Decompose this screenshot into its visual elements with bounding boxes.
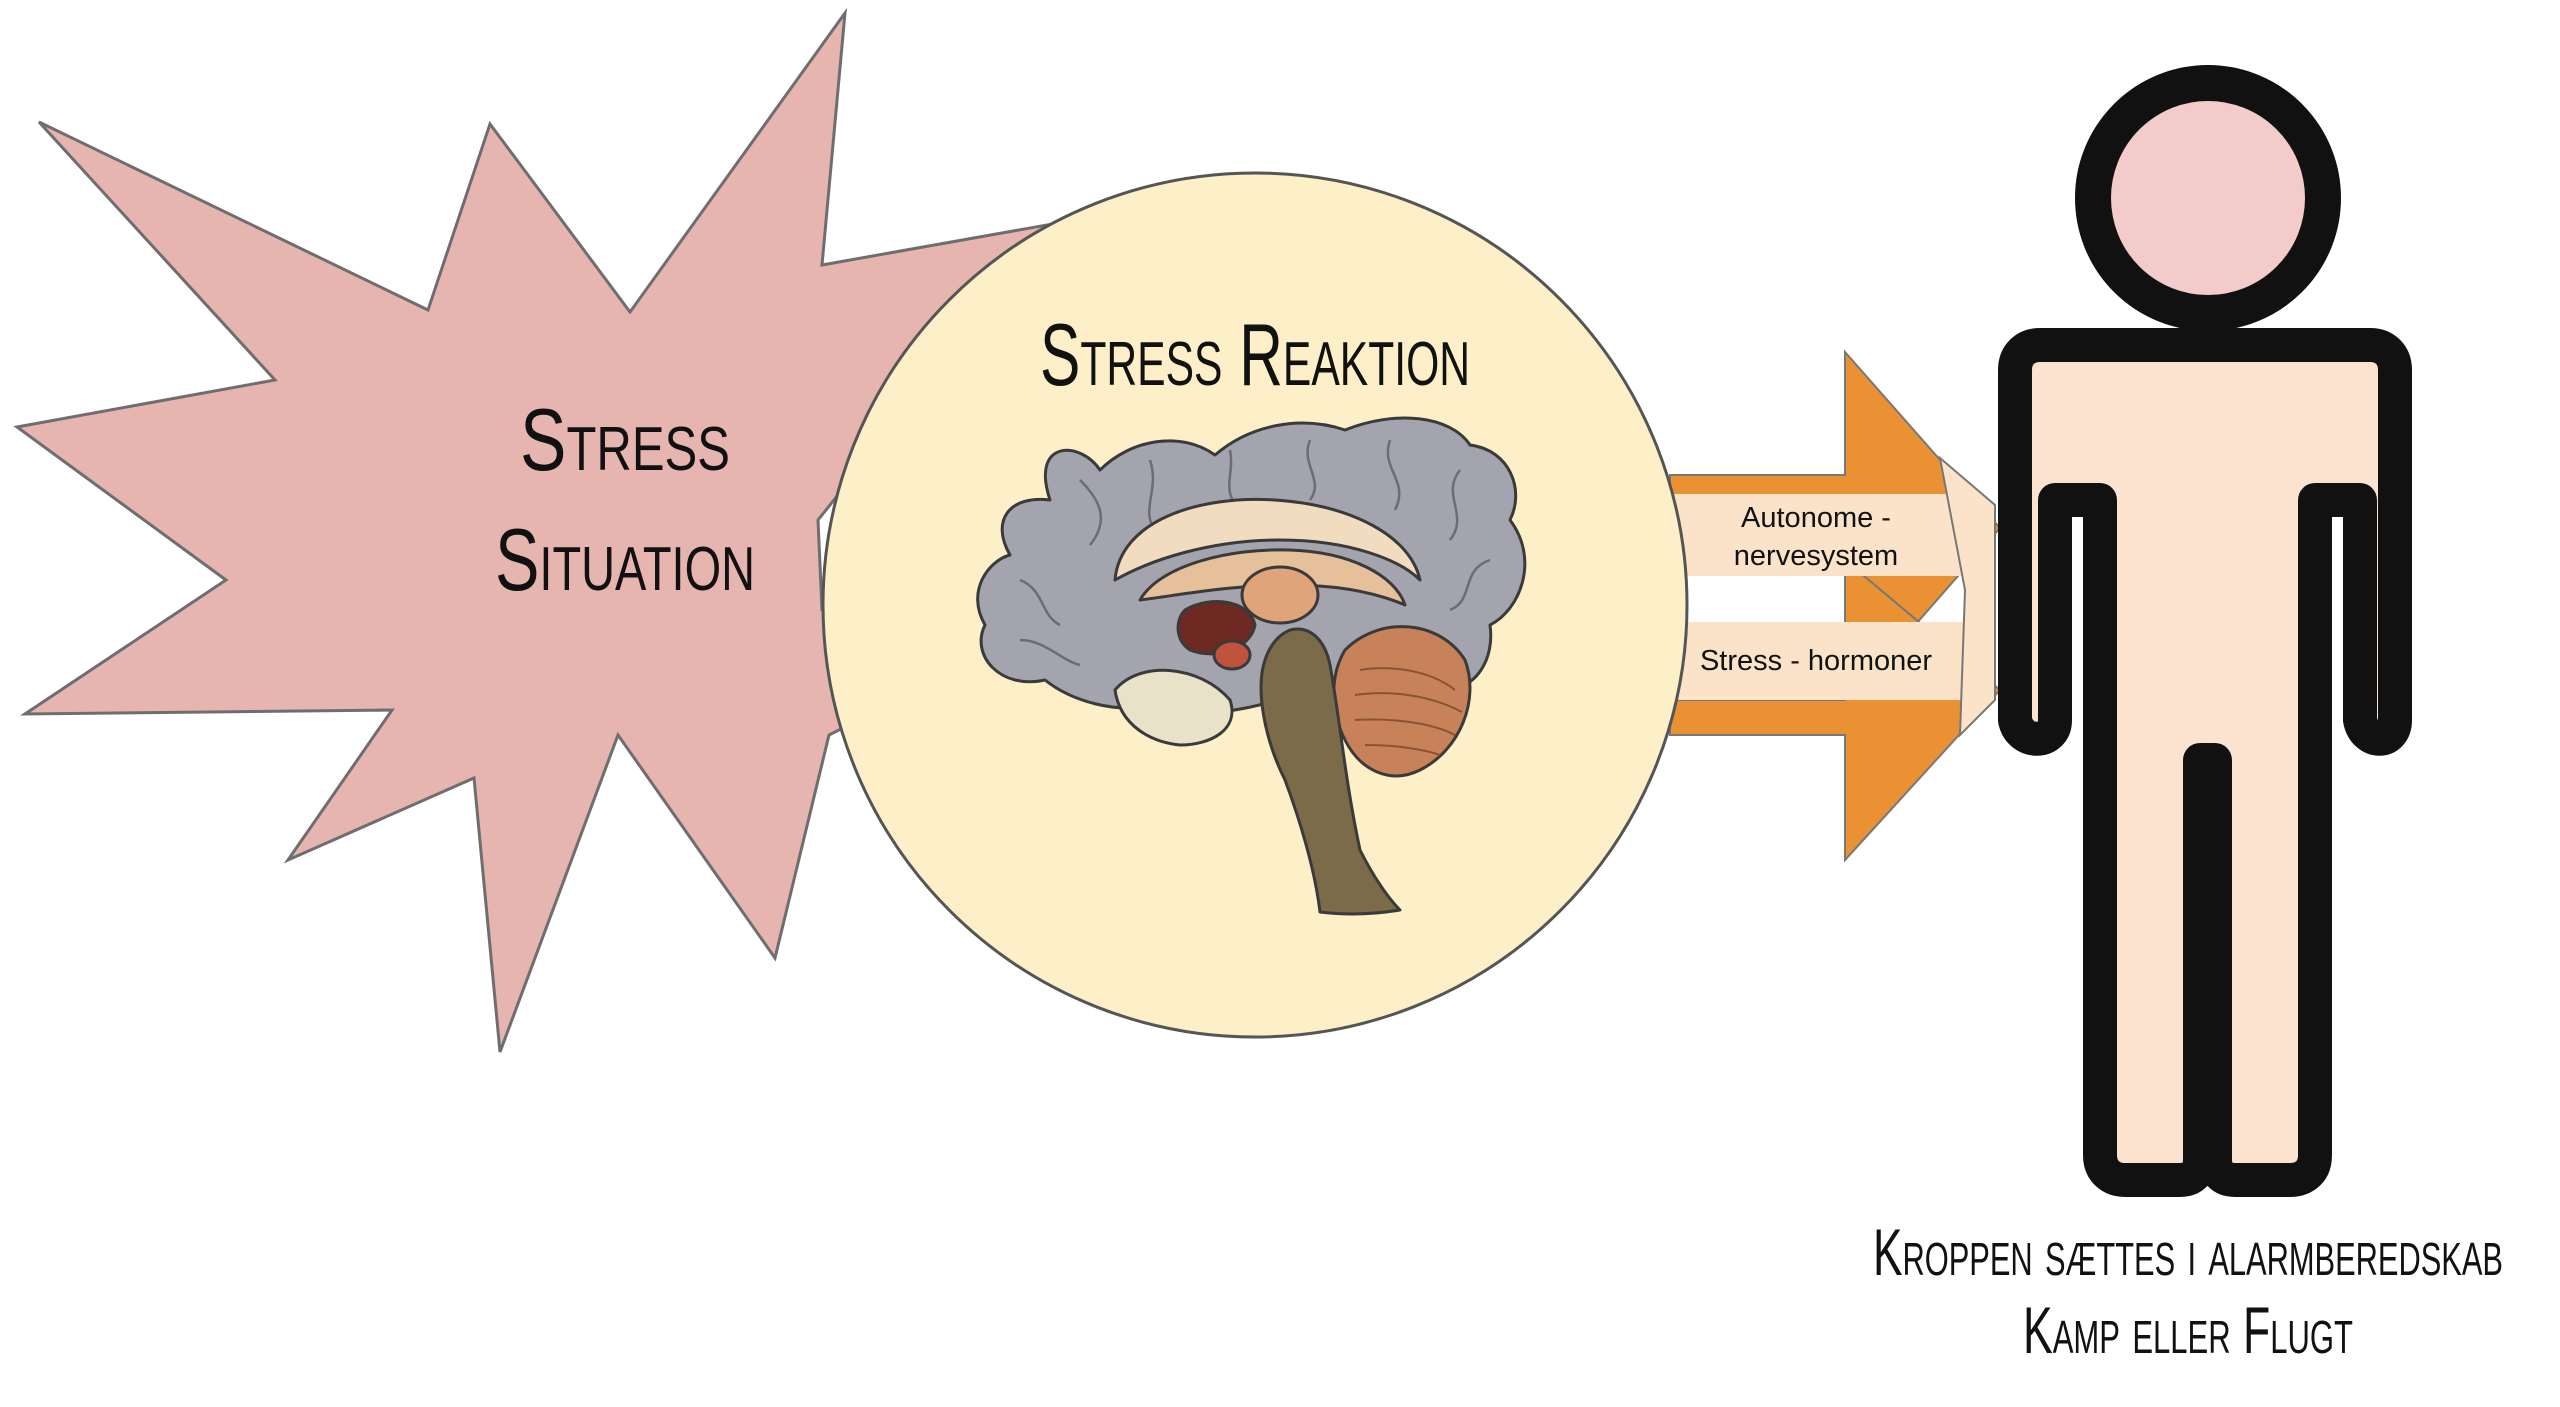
person-icon <box>1998 65 2412 1197</box>
corpus-callosum <box>1113 497 1422 582</box>
brain-illustration <box>976 416 1527 916</box>
stress-situation-title-line2: Situation <box>495 510 755 609</box>
brainstem <box>1259 627 1402 916</box>
autonomic-label-line1: Autonome - <box>1741 502 1891 534</box>
hormones-label-box <box>1672 622 1977 700</box>
autonomic-label-line2: nervesystem <box>1734 540 1898 572</box>
amygdala <box>1212 639 1252 671</box>
arrows-group: Autonome - nervesystem Stress - hormoner <box>1669 349 2002 863</box>
hormones-label: Stress - hormoner <box>1700 645 1932 677</box>
cerebellum-folds <box>1354 667 1463 756</box>
starburst-shape <box>13 7 1062 1053</box>
thalamus <box>1240 565 1320 625</box>
caption-line1: Kroppen sættes i alarmberedskab <box>1873 1215 2503 1289</box>
caption: Kroppen sættes i alarmberedskab Kamp ell… <box>1873 1215 2503 1367</box>
autonomic-label-box <box>1672 494 1977 576</box>
caption-line2: Kamp eller Flugt <box>2023 1293 2353 1367</box>
stress-situation-starburst: Stress Situation <box>13 7 1062 1053</box>
arrow-hormones <box>1669 557 2002 863</box>
temporal-lobe <box>1113 668 1234 747</box>
stress-situation-title-line1: Stress <box>520 390 730 489</box>
person-body <box>1998 328 2412 1197</box>
stress-reaction-circle: Stress Reaktion <box>821 171 1689 1039</box>
stress-reaction-title: Stress Reaktion <box>1040 305 1470 404</box>
arrow-tip-light <box>1938 455 1996 738</box>
person-head <box>2075 65 2341 331</box>
